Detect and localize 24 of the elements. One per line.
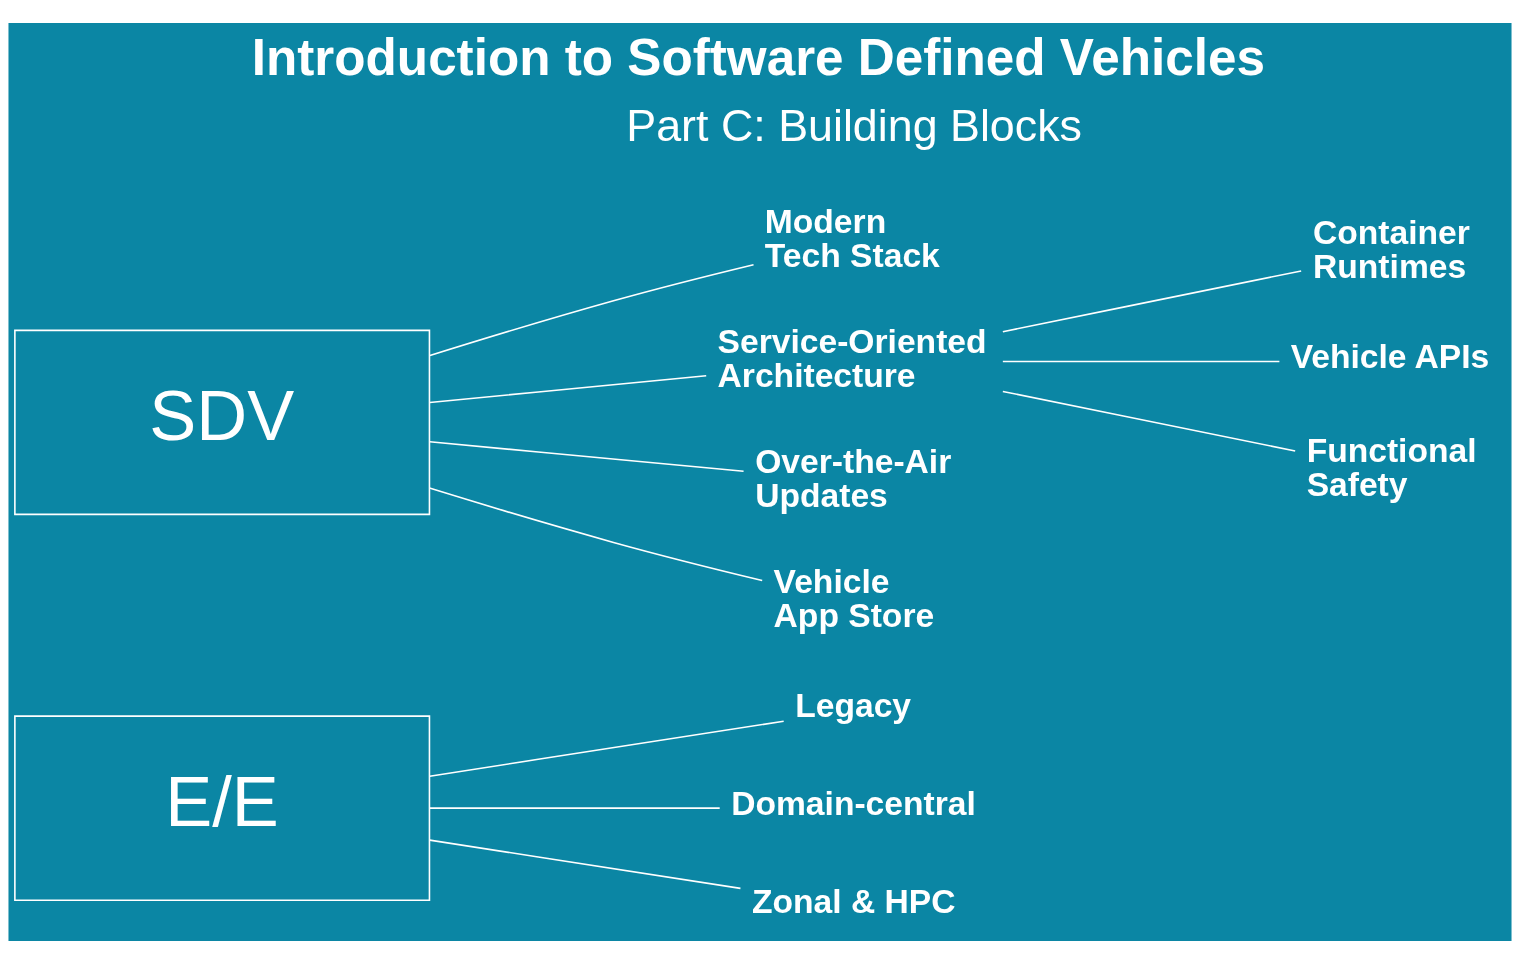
node-text: Modern Tech Stack (764, 203, 940, 274)
connector (1002, 270, 1302, 333)
node-text: Functional Safety (1306, 432, 1477, 503)
node-text: Container Runtimes (1313, 214, 1470, 285)
node-box: SDV (14, 329, 431, 516)
node-text: Domain-central (731, 785, 976, 823)
connector (429, 263, 755, 357)
connector (1002, 360, 1281, 363)
node-text: Zonal & HPC (752, 882, 956, 920)
label: Part C: Building Blocks (626, 99, 1082, 150)
node-text: Over-the-Air Updates (755, 443, 952, 514)
connector (428, 374, 707, 404)
node-text: Vehicle APIs (1290, 338, 1490, 376)
connector (428, 440, 745, 473)
connector (1002, 390, 1296, 452)
connector (428, 487, 763, 582)
connector (428, 720, 785, 777)
connector (428, 839, 742, 890)
node-text: Vehicle App Store (773, 563, 935, 634)
node-text: Service-Oriented Architecture (717, 323, 987, 394)
node-text: Legacy (795, 687, 912, 725)
connector (428, 807, 721, 809)
node-box: E/E (14, 715, 431, 901)
diagram-title: Introduction to Software Defined Vehicles (251, 29, 1265, 87)
